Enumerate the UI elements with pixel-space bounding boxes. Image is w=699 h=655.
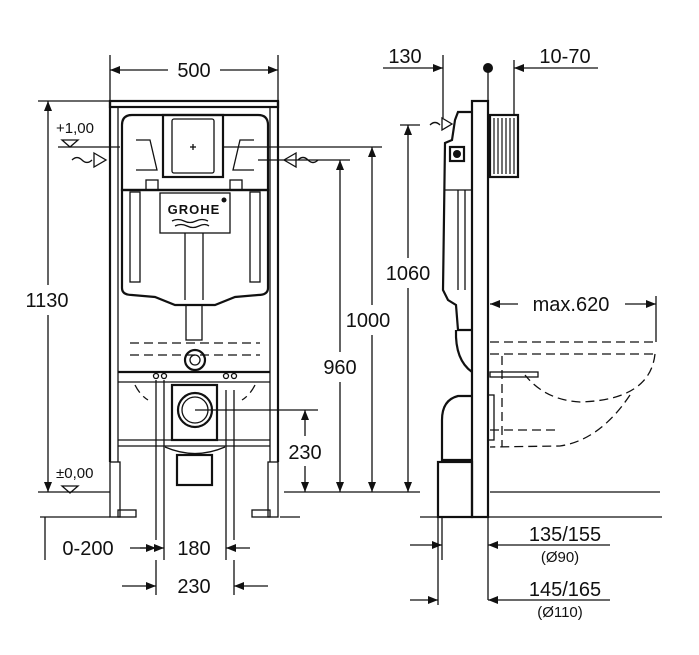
floor-lines-side — [420, 491, 662, 518]
flush-plate[interactable] — [161, 113, 225, 179]
dim-130-label: 130 — [388, 46, 421, 68]
dim-135-155: 135/155 (Ø90) — [410, 524, 610, 566]
dim-max620-label: max.620 — [533, 294, 610, 316]
level-bottom-marker: ±0,00 — [38, 465, 420, 518]
dim-960: 960 — [323, 160, 357, 492]
dim-135-155-label: 135/155 — [529, 524, 601, 546]
drain-pipe-side — [436, 394, 495, 560]
dim-230-height: 230 — [195, 409, 322, 492]
dim-230-width: 230 — [122, 560, 268, 598]
dim-230-width-label: 230 — [177, 576, 210, 598]
dim-145-165: 145/165 (Ø110) — [410, 517, 610, 621]
dim-180-label: 180 — [177, 538, 210, 560]
dim-10-70: 10-70 — [483, 46, 598, 115]
cistern-side — [429, 110, 473, 373]
width-label: 500 — [177, 60, 210, 82]
level-top-label: +1,00 — [56, 120, 94, 137]
drain-connector — [164, 383, 226, 487]
front-view: GROHE — [25, 55, 420, 598]
dim-230-height-label: 230 — [288, 442, 321, 464]
grohe-logo: GROHE — [168, 202, 221, 217]
dim-130: 130 — [383, 46, 444, 118]
dim-1060-label: 1060 — [386, 263, 431, 285]
level-top-marker: +1,00 — [56, 120, 382, 169]
level-bottom-label: ±0,00 — [56, 465, 93, 482]
dim-0-200-label: 0-200 — [62, 538, 113, 560]
frame — [108, 99, 280, 518]
dim-d110-label: (Ø110) — [537, 604, 583, 621]
dim-180: 180 — [140, 538, 250, 560]
dim-max620: max.620 — [490, 294, 657, 342]
wall-frame — [470, 99, 520, 600]
width-dimension: 500 — [109, 55, 279, 101]
wc-pan-side — [489, 341, 656, 448]
wc-pan-outline — [130, 342, 260, 401]
dim-10-70-label: 10-70 — [539, 46, 590, 68]
cistern: GROHE — [120, 113, 270, 341]
side-view: 130 10-70 1060 max.620 — [383, 46, 662, 621]
dim-145-165-label: 145/165 — [529, 579, 601, 601]
dim-1000: 1000 — [346, 147, 391, 492]
dim-1060: 1060 — [386, 124, 431, 492]
fixing-bolts — [152, 372, 238, 560]
height-dimension: 1130 — [25, 100, 110, 492]
height-label: 1130 — [25, 290, 68, 312]
dim-d90-label: (Ø90) — [541, 549, 579, 566]
dim-1000-label: 1000 — [346, 310, 391, 332]
dim-960-label: 960 — [323, 357, 356, 379]
dim-0-200: 0-200 — [44, 517, 156, 560]
